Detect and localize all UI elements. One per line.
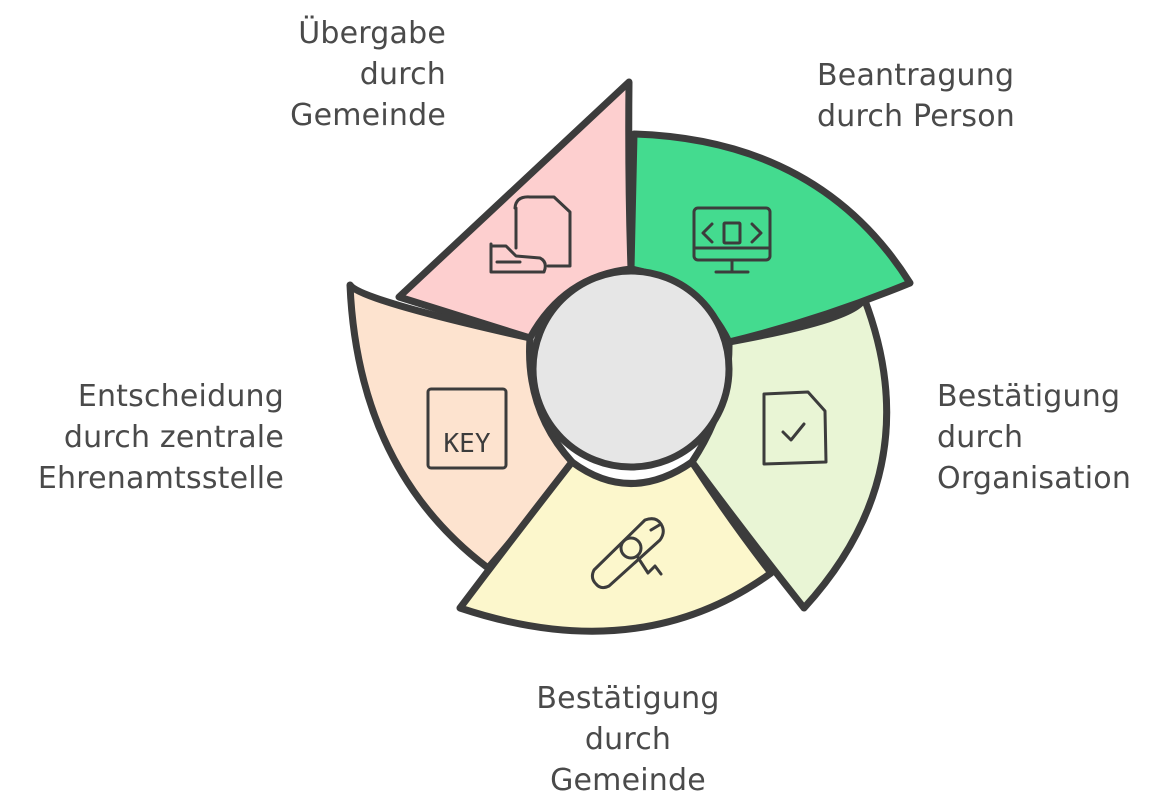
label-line: durch [937, 420, 1024, 455]
label-line: Beantragung [817, 58, 1015, 93]
label-line: Gemeinde [290, 98, 446, 133]
key-icon-text: KEY [444, 429, 491, 459]
label-line: durch zentrale [63, 420, 284, 455]
label-line: Bestätigung [536, 681, 720, 716]
key-icon: KEY [426, 387, 508, 470]
label-line: Organisation [937, 461, 1132, 496]
label-line: Bestätigung [937, 379, 1121, 414]
label-line: Entscheidung [77, 379, 284, 414]
monitor-code-icon [692, 206, 772, 274]
label-line: durch [584, 722, 672, 757]
label-line: durch [359, 57, 446, 92]
label-line: durch Person [817, 99, 1015, 134]
label-line: Gemeinde [550, 763, 706, 798]
label-beantragung: Beantragung durch Person [817, 55, 1015, 137]
diploma-icon [590, 517, 665, 590]
label-line: Ehrenamtsstelle [37, 461, 284, 496]
center-circle [529, 267, 733, 471]
hand-document-icon [489, 195, 572, 274]
label-line: Übergabe [298, 16, 446, 51]
segment-bestaetigung-gemeinde [456, 458, 775, 635]
document-check-icon [762, 390, 828, 466]
